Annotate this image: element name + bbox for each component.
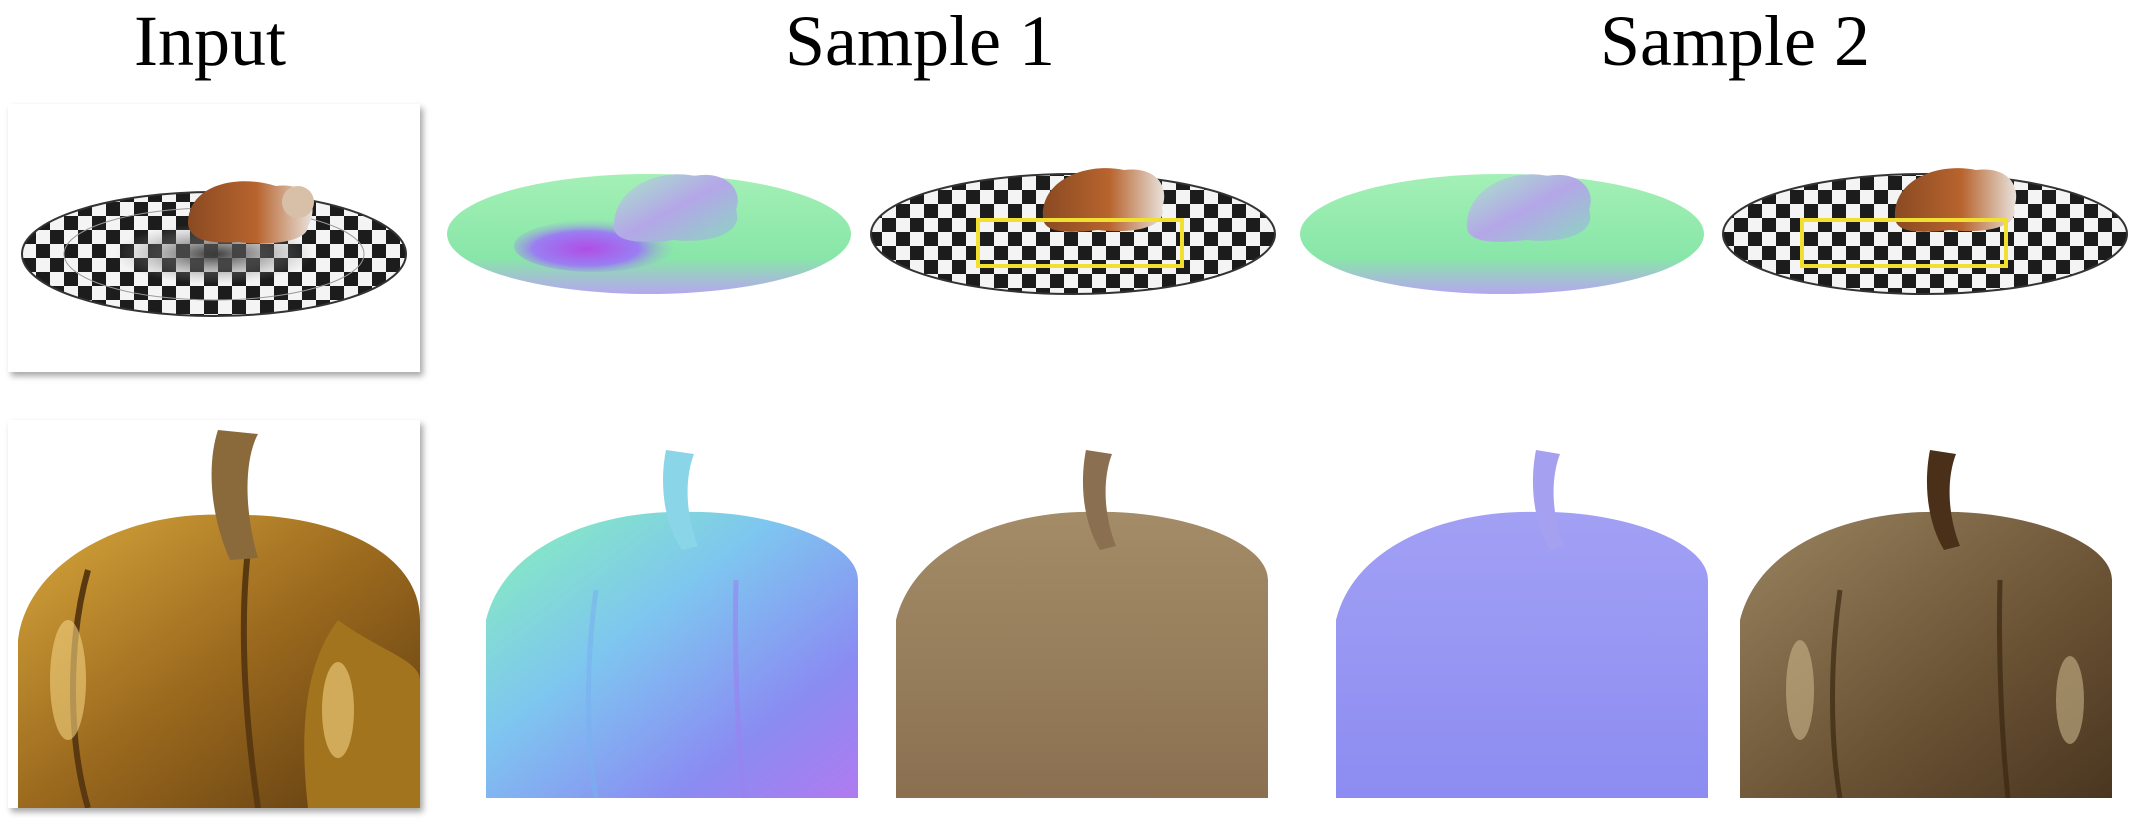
sample2-pumpkin-albedo (1740, 440, 2112, 798)
sample2-pumpkin-normal-map (1336, 440, 1708, 798)
sample1-pumpkin-normal-map (486, 440, 858, 798)
input-cat-photo (8, 104, 420, 372)
sample1-cat-albedo (868, 148, 1278, 300)
input-pumpkin-painting (8, 420, 420, 808)
highlight-box (976, 218, 1184, 268)
sample2-cat-albedo (1720, 148, 2130, 300)
column-header-input: Input (134, 1, 286, 81)
column-header-sample-1: Sample 1 (785, 1, 1055, 81)
sample1-pumpkin-albedo (896, 440, 1268, 798)
highlight-box (1800, 218, 2008, 268)
column-header-sample-2: Sample 2 (1600, 1, 1870, 81)
sample2-cat-normal-map (1297, 148, 1707, 300)
sample1-cat-normal-map (444, 148, 854, 300)
